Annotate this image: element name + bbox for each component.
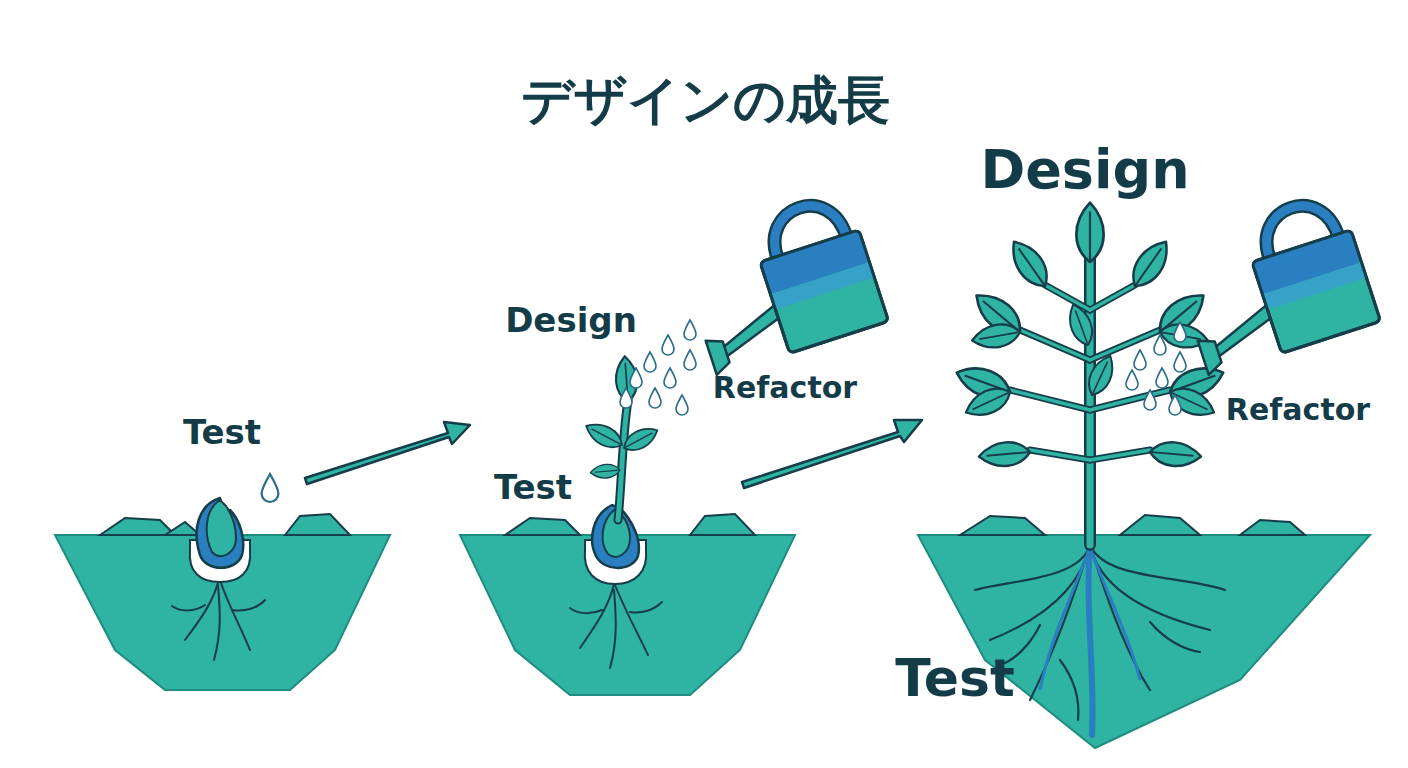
sprout-stage xyxy=(460,192,889,695)
growth-arrow xyxy=(742,420,922,488)
diagram-title: デザインの成長 xyxy=(521,74,890,126)
stage-label: Test xyxy=(183,415,261,449)
seed-stage xyxy=(55,474,390,690)
stage-label: Design xyxy=(980,143,1189,197)
growth-arrow xyxy=(305,422,470,484)
stage-label: Test xyxy=(494,470,572,504)
stage-label: Refactor xyxy=(1226,395,1370,425)
stage-label: Design xyxy=(505,303,637,337)
stage-label: Test xyxy=(895,652,1015,704)
stage-label: Refactor xyxy=(713,373,857,403)
